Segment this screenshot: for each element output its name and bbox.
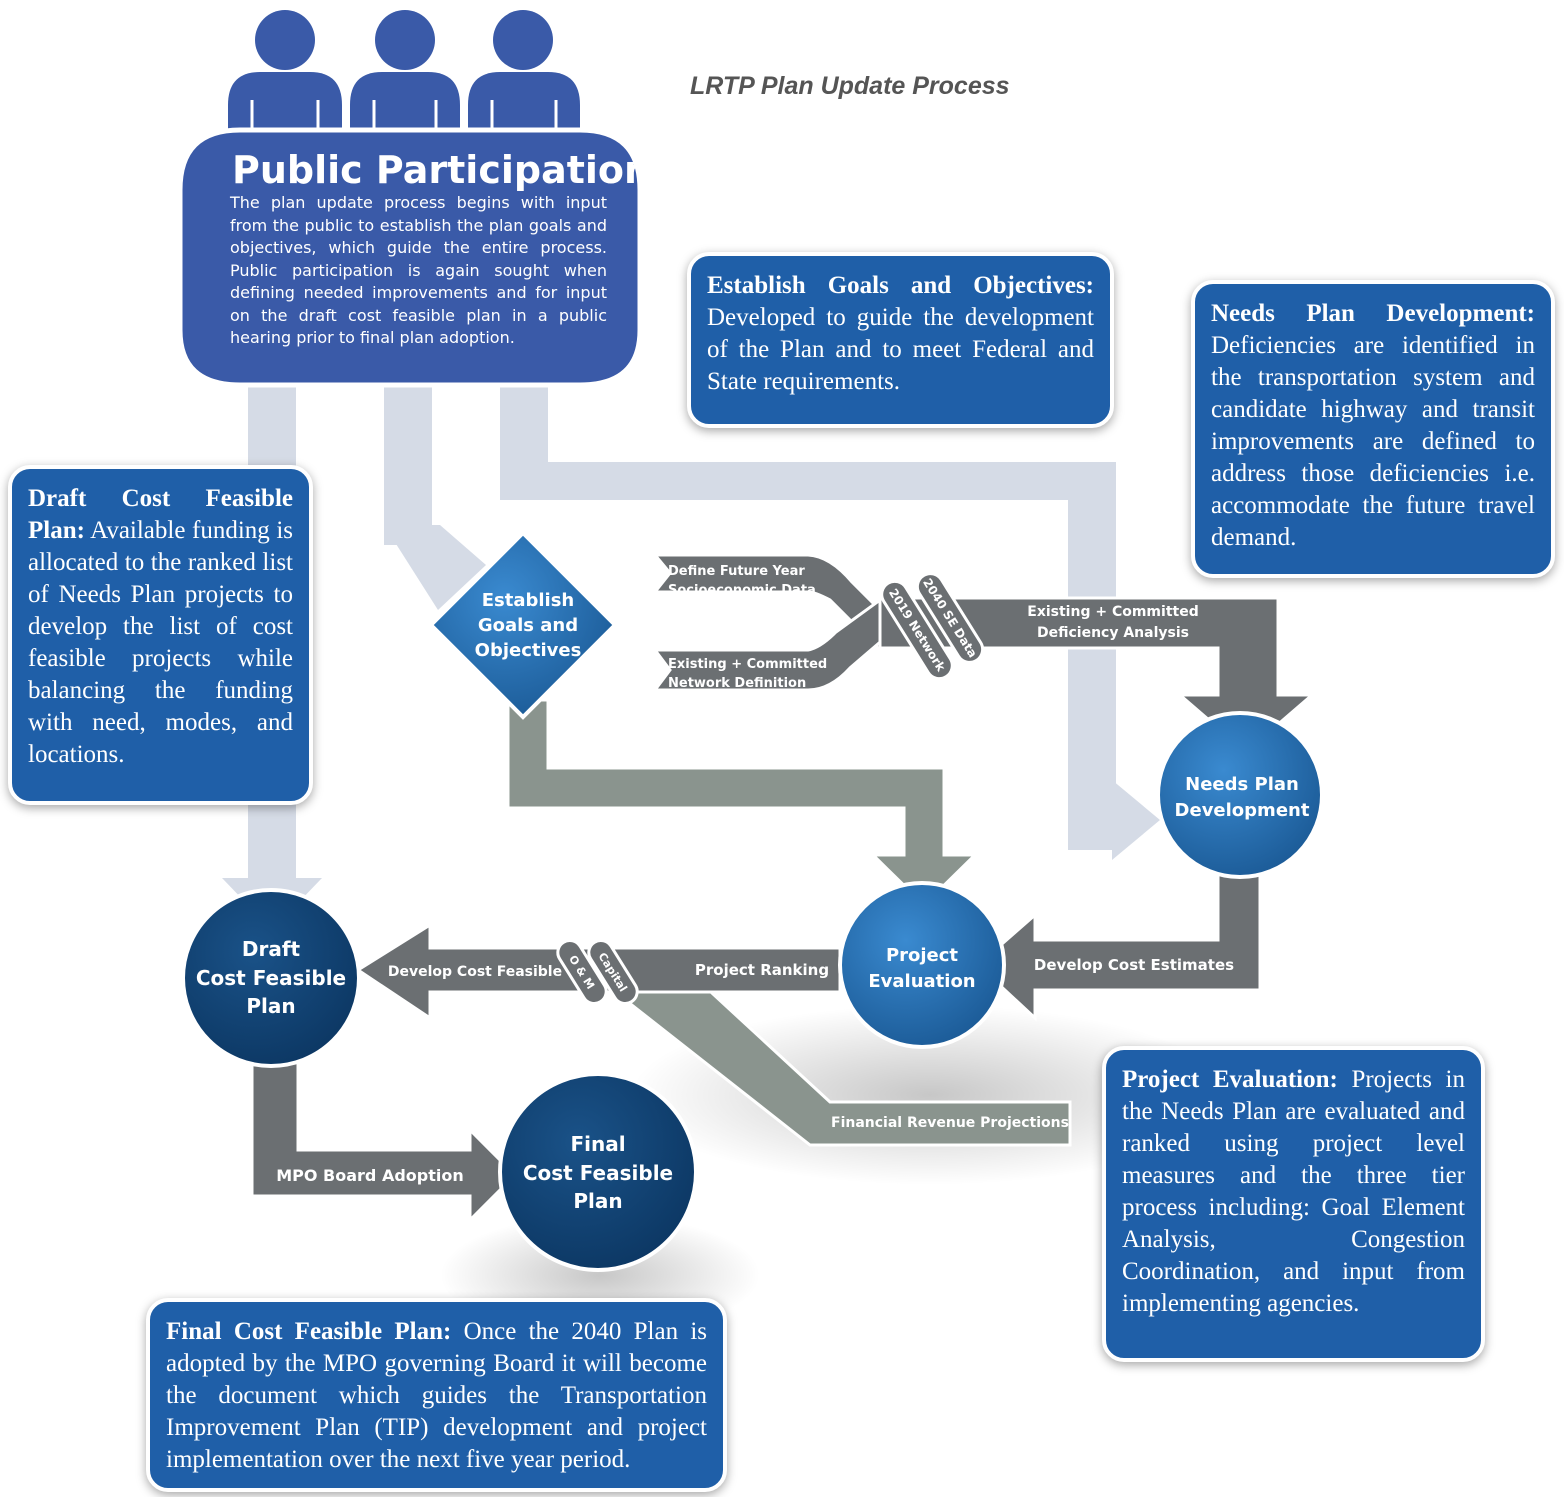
final-box-text: Once the 2040 Plan is adopted by the MPO… — [166, 1318, 708, 1473]
evaluation-node — [838, 881, 1006, 1049]
draft-description-box: Draft Cost Feasible Plan: Available fund… — [8, 465, 313, 805]
final-node-line-1: Final — [570, 1132, 625, 1156]
arrow-draft-to-final — [250, 1038, 518, 1224]
cost-feasible-label: Develop Cost Feasible — [388, 964, 562, 980]
input-arrows — [651, 553, 1317, 754]
pill-2019-network — [880, 579, 954, 681]
needs-description-box: Needs Plan Development: Deficiencies are… — [1191, 280, 1555, 578]
pill-om — [556, 938, 608, 1006]
goals-description-box: Establish Goals and Objectives: Develope… — [687, 252, 1114, 428]
network-def-label-1: Existing + Committed — [668, 657, 827, 672]
pill-se-data — [915, 572, 985, 664]
goals-box-label: Establish Goals and Objectives: — [707, 272, 1094, 299]
needs-box-text: Deficiencies are identified in the trans… — [1211, 332, 1535, 551]
deficiency-label-2: Deficiency Analysis — [1037, 625, 1189, 641]
draft-box-text: Available funding is allocated to the ra… — [28, 517, 293, 768]
needs-node-line-1: Needs Plan — [1185, 774, 1299, 795]
pill-capital — [587, 938, 639, 1006]
goals-diamond-node — [428, 530, 618, 720]
draft-node-line-3: Plan — [246, 994, 295, 1018]
evaluation-node-line-2: Evaluation — [868, 971, 975, 992]
future-year-label-2: Socioeconomic Data — [668, 583, 816, 598]
final-node — [498, 1072, 698, 1272]
goals-node-line-1: Establish — [482, 590, 575, 611]
needs-box-label: Needs Plan Development: — [1211, 300, 1535, 327]
final-node-line-3: Plan — [573, 1189, 622, 1213]
diagram-title: LRTP Plan Update Process — [690, 72, 1010, 100]
public-participation-panel — [177, 127, 643, 388]
arrow-needs-to-evaluation — [975, 858, 1262, 1022]
evaluation-box-text: Projects in the Needs Plan are evaluated… — [1122, 1066, 1465, 1317]
evaluation-node-line-1: Project — [886, 945, 958, 966]
needs-node — [1156, 711, 1324, 879]
cost-estimates-label: Develop Cost Estimates — [1034, 956, 1234, 974]
future-year-label-1: Define Future Year — [668, 564, 805, 579]
public-participation-text: The plan update process begins with inpu… — [230, 193, 607, 347]
final-box-label: Final Cost Feasible Plan: — [166, 1318, 452, 1345]
ranking-label: Project Ranking — [695, 961, 829, 979]
final-node-line-2: Cost Feasible — [523, 1161, 673, 1185]
evaluation-box-label: Project Evaluation: — [1122, 1066, 1338, 1093]
draft-node — [181, 888, 361, 1068]
final-description-box: Final Cost Feasible Plan: Once the 2040 … — [146, 1298, 727, 1492]
adoption-label: MPO Board Adoption — [276, 1166, 464, 1185]
public-participation-heading: Public Participation — [232, 148, 652, 192]
revenue-label: Financial Revenue Projections — [831, 1115, 1069, 1131]
deficiency-label-1: Existing + Committed — [1027, 604, 1198, 620]
draft-node-line-2: Cost Feasible — [196, 966, 346, 990]
network-def-label-2: Network Definition — [668, 676, 806, 691]
needs-node-line-2: Development — [1175, 800, 1310, 821]
goals-box-text: Developed to guide the development of th… — [707, 304, 1094, 395]
goals-node-line-2: Goals and — [478, 615, 578, 636]
draft-node-line-1: Draft — [242, 937, 301, 961]
draft-box-label: Draft Cost Feasible Plan: — [28, 485, 293, 544]
goals-node-line-3: Objectives — [475, 640, 582, 661]
arrow-goals-to-evaluation — [506, 698, 979, 908]
evaluation-description-box: Project Evaluation: Projects in the Need… — [1102, 1046, 1485, 1362]
